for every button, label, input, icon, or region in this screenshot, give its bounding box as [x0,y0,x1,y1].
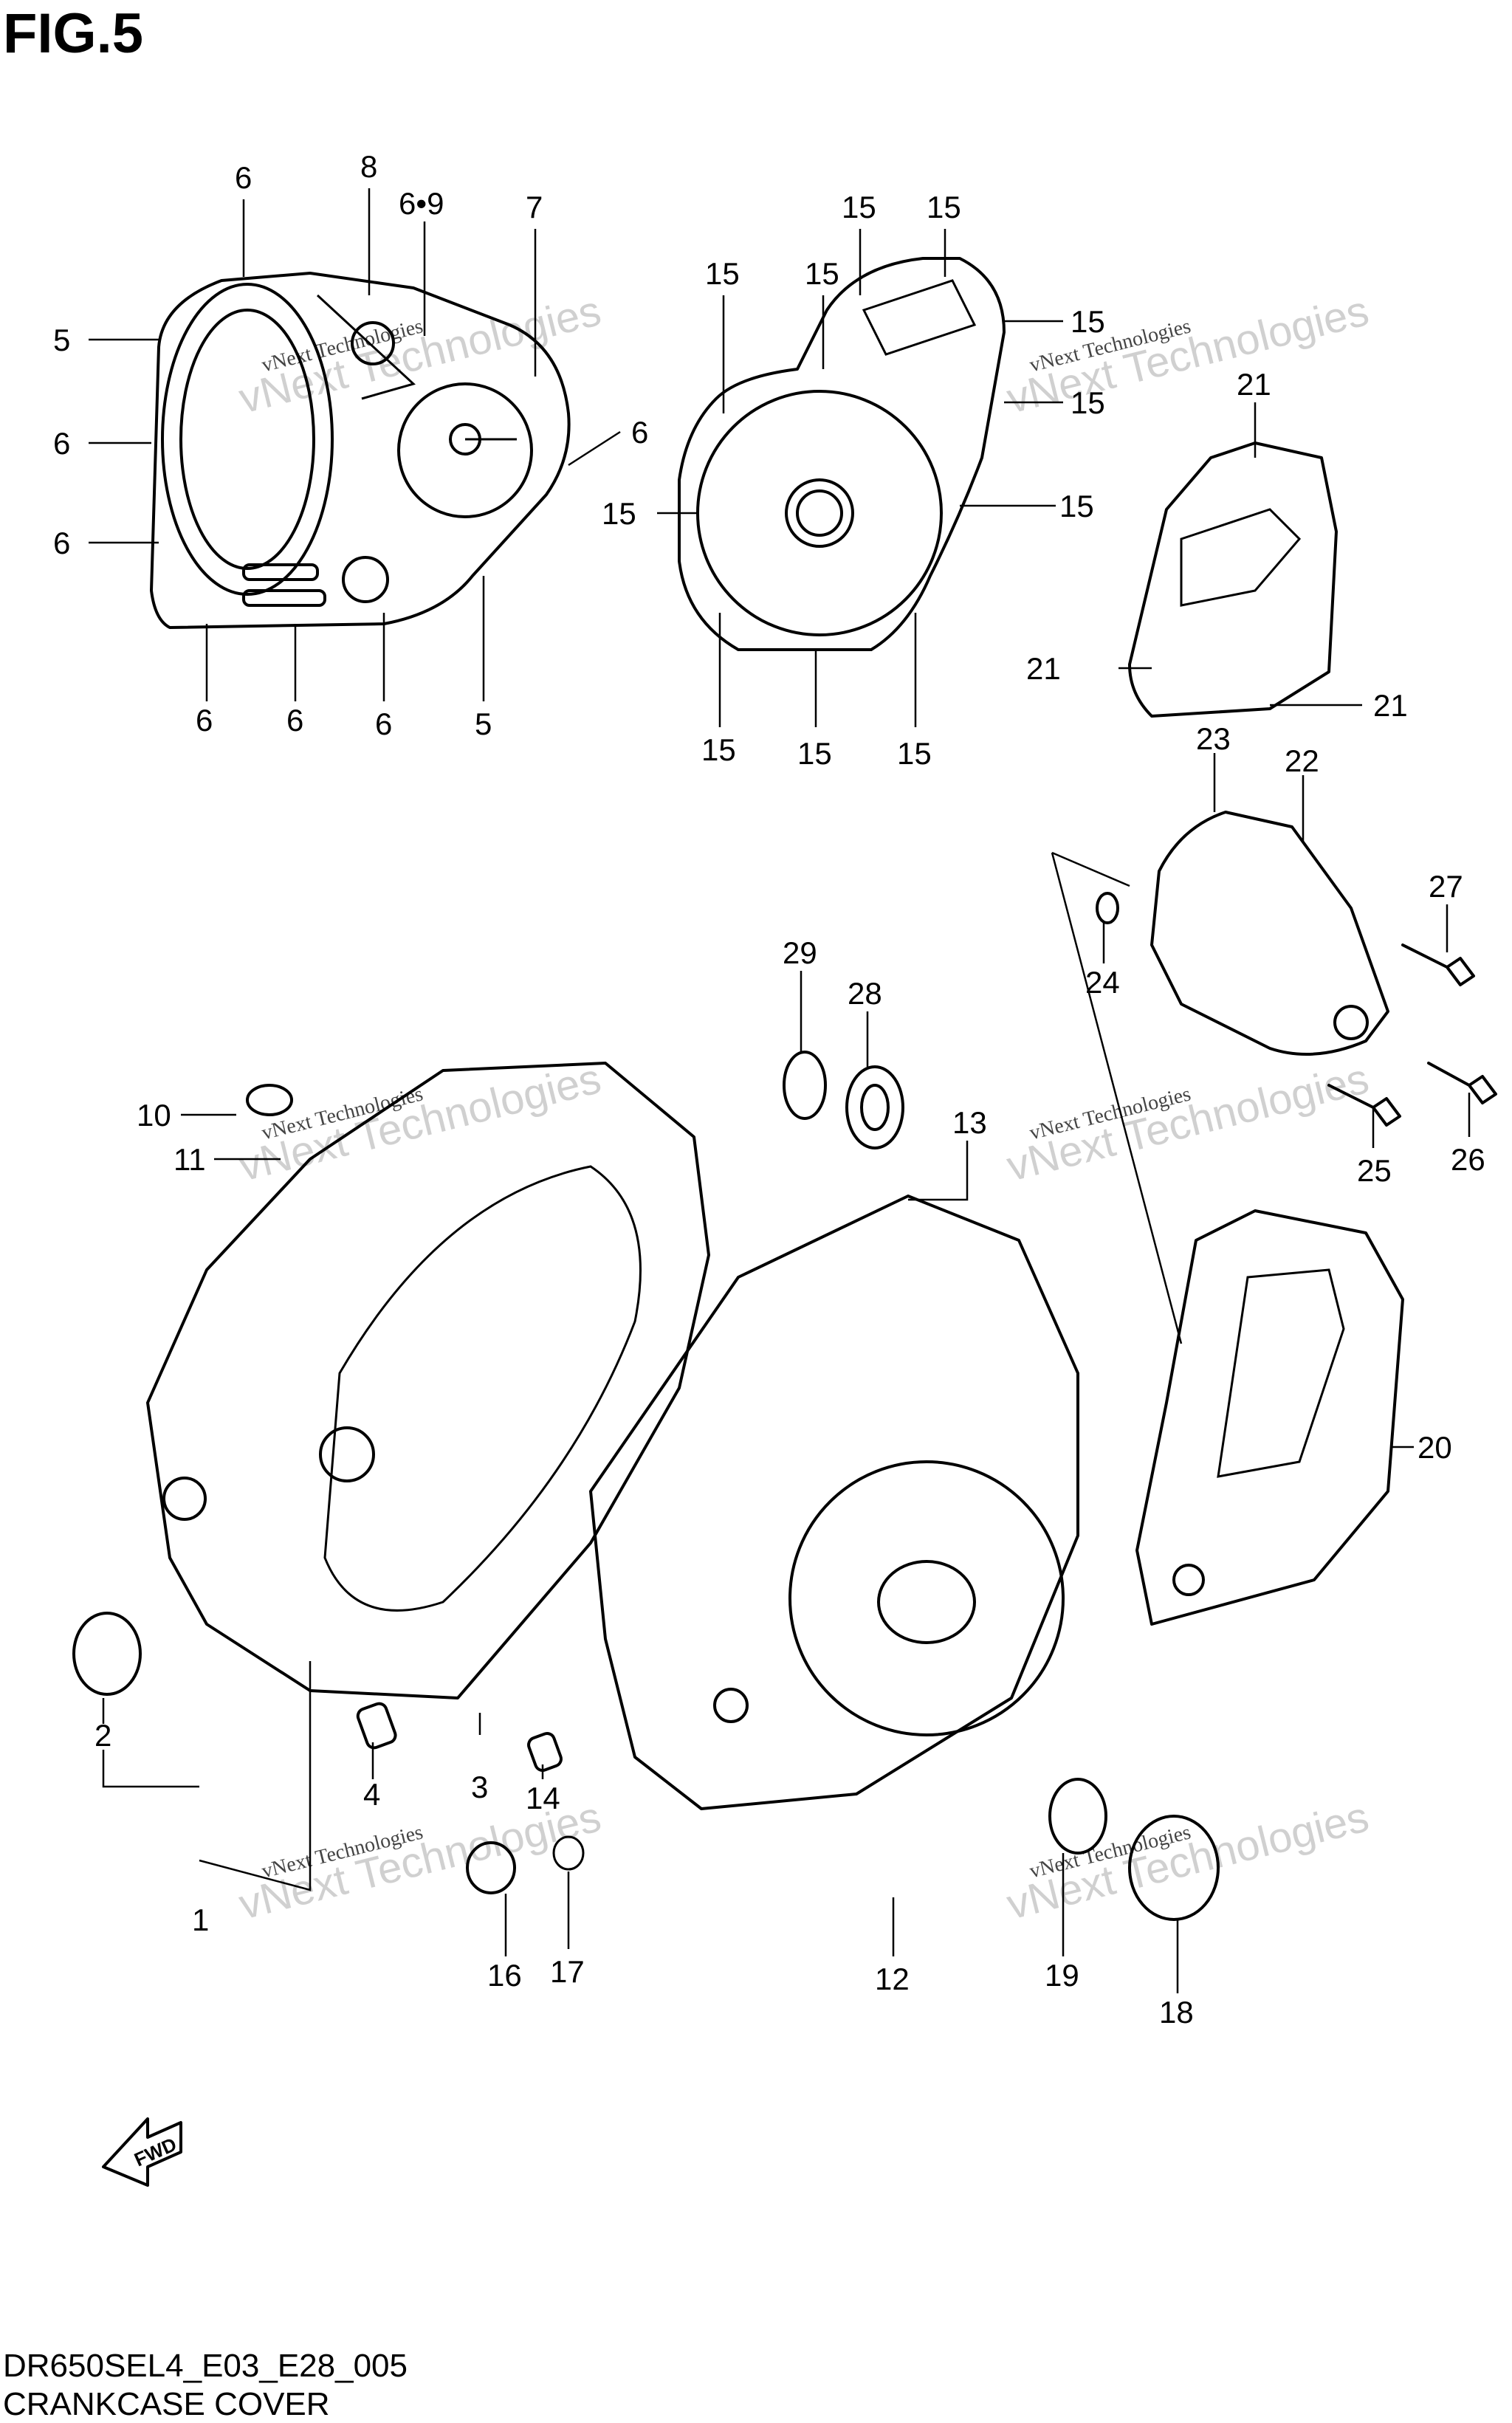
callout-27: 27 [1429,869,1463,904]
fwd-arrow: FWD [102,2117,182,2187]
dowel-pins [356,1702,563,1772]
callout-6-a: 6 [235,160,252,195]
leader-lines [89,188,1471,1993]
callout-10: 10 [137,1098,171,1133]
crankcase-left [146,1062,710,1699]
callout-6-g: 6 [375,707,392,741]
callout-6-b: 6 [631,415,648,450]
callout-15-d: 15 [927,190,961,224]
callout-4: 4 [363,1777,380,1812]
callout-15-j: 15 [797,736,832,771]
callout-15-g: 15 [602,496,636,531]
callout-15-c: 15 [842,190,876,224]
callout-6-9: 6•9 [399,186,444,221]
callout-6-f: 6 [286,703,303,738]
callout-19: 19 [1045,1958,1079,1993]
callout-5-b: 5 [475,707,492,741]
callout-6-c: 6 [53,426,70,461]
callout-28: 28 [848,976,882,1011]
callout-1: 1 [192,1903,209,1937]
figure-title: FIG.5 [3,2,144,65]
callout-21-c: 21 [1373,688,1408,723]
callout-29: 29 [783,935,817,970]
side-cover-20 [1135,1209,1404,1626]
cover-23-22 [1096,811,1389,1056]
callout-8: 8 [360,149,377,184]
callout-15-e: 15 [1071,304,1105,339]
section-title: CRANKCASE COVER [3,2386,330,2422]
callout-23: 23 [1196,721,1231,756]
callout-15-f: 15 [1071,385,1105,420]
seal-and-circlip [783,1051,904,1149]
callout-5-a: 5 [53,323,70,357]
callouts: 6 8 6•9 7 5 6 6 6 6 6 6 5 15 15 15 15 15… [53,149,1485,2030]
callout-15-k: 15 [897,736,932,771]
callout-7: 7 [526,190,543,224]
model-code: DR650SEL4_E03_E28_005 [3,2348,408,2384]
fwd-label: FWD [131,2133,179,2171]
callout-13: 13 [952,1105,987,1140]
plugs-washers [72,1612,1220,1921]
callout-18: 18 [1159,1995,1194,2030]
callout-22: 22 [1285,743,1319,778]
callout-21-b: 21 [1026,651,1061,686]
callout-15-a: 15 [705,256,740,291]
callout-21-a: 21 [1237,367,1271,402]
crankcase-cover-12 [589,1195,1079,1810]
generator-cover [678,257,1006,651]
callout-15-b: 15 [805,256,839,291]
callout-14: 14 [526,1781,560,1815]
callout-17: 17 [550,1954,585,1989]
callout-24: 24 [1085,965,1120,1000]
callout-16: 16 [487,1958,522,1993]
callout-6-e: 6 [196,703,213,738]
callout-26: 26 [1451,1142,1485,1177]
callout-20: 20 [1418,1430,1452,1465]
callout-6-d: 6 [53,526,70,560]
sprocket-cover [1128,441,1338,718]
callout-25: 25 [1357,1153,1392,1188]
callout-11: 11 [173,1142,206,1177]
bolts [1327,944,1497,1127]
callout-15-h: 15 [1059,489,1094,523]
watermarks: vNext Technologies vNext Technologies vN… [234,286,1373,1928]
callout-12: 12 [875,1962,910,1996]
callout-15-i: 15 [701,732,736,767]
callout-3: 3 [471,1770,488,1804]
callout-2: 2 [94,1718,111,1753]
